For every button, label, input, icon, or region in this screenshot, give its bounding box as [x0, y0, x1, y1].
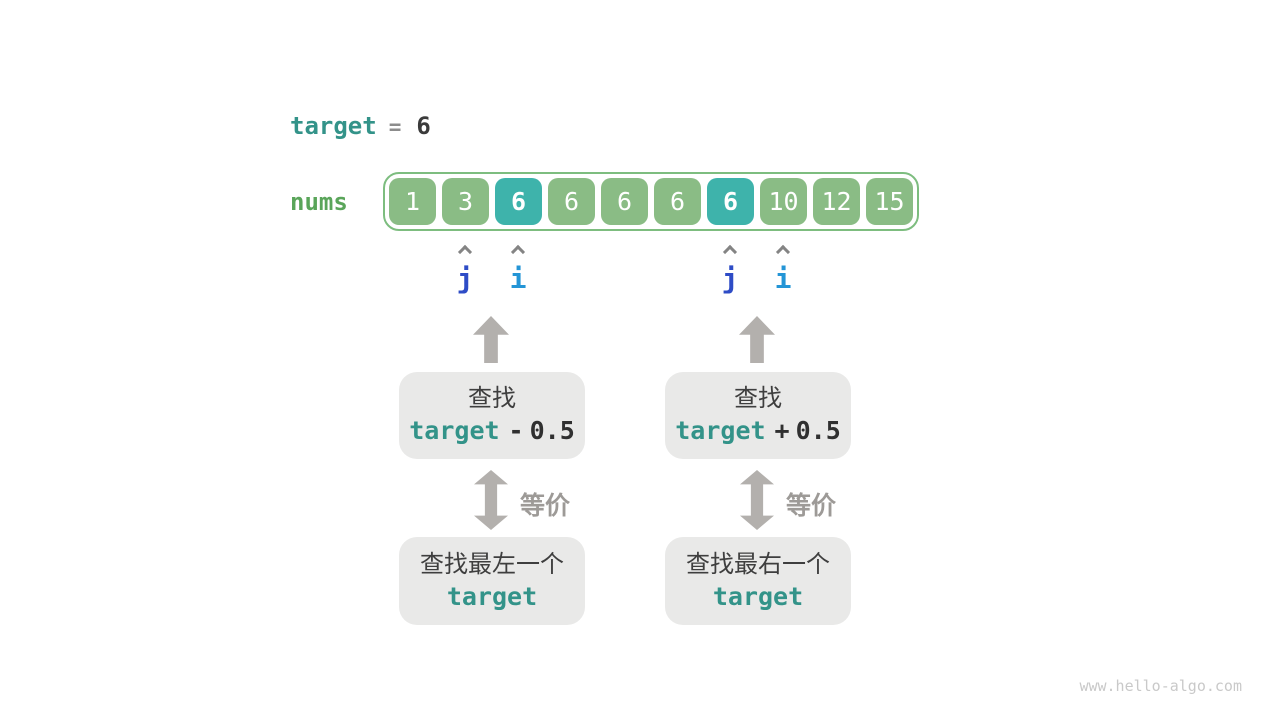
pointer-j-right: j — [721, 262, 739, 295]
search-action-text: 查找 — [468, 384, 516, 413]
nums-array-label: nums — [290, 188, 348, 216]
operator-plus: + — [774, 416, 790, 446]
nums-array: 1 3 6 6 6 6 6 10 12 15 — [383, 172, 919, 231]
array-cell: 6 — [601, 178, 648, 225]
result-action-text: 查找最左一个 — [420, 549, 564, 578]
caret-up-icon — [510, 244, 526, 260]
target-keyword: target — [712, 581, 804, 611]
target-keyword: target — [290, 112, 377, 140]
result-box-right: 查找最右一个 target — [665, 537, 851, 625]
caret-up-icon — [457, 244, 473, 260]
operator-minus: - — [508, 416, 524, 446]
array-cell: 6 — [548, 178, 595, 225]
watermark-url: www.hello-algo.com — [1079, 677, 1242, 695]
search-box-right: 查找 target +0.5 — [665, 372, 851, 459]
array-cell: 3 — [442, 178, 489, 225]
result-box-left: 查找最左一个 target — [399, 537, 585, 625]
array-cell: 15 — [866, 178, 913, 225]
equivalence-label-right: 等价 — [786, 491, 837, 520]
array-cell: 6 — [654, 178, 701, 225]
search-expression: target-0.5 — [409, 414, 575, 448]
search-action-text: 查找 — [734, 384, 782, 413]
caret-up-icon — [775, 244, 791, 260]
array-cell: 6 — [495, 178, 542, 225]
up-arrow-icon — [473, 316, 509, 363]
equivalence-label-left: 等价 — [520, 491, 571, 520]
result-keyword-line: target — [713, 580, 803, 614]
target-keyword: target — [446, 581, 538, 611]
operand-value: 0.5 — [795, 416, 841, 446]
double-arrow-icon — [474, 470, 508, 530]
target-keyword: target — [675, 416, 766, 446]
result-keyword-line: target — [447, 580, 537, 614]
search-box-left: 查找 target-0.5 — [399, 372, 585, 459]
pointer-j-left: j — [456, 262, 474, 295]
result-action-text: 查找最右一个 — [686, 549, 830, 578]
target-value: 6 — [416, 112, 431, 140]
operand-value: 0.5 — [529, 416, 575, 446]
array-cell: 10 — [760, 178, 807, 225]
equals-sign: = — [388, 115, 402, 139]
array-cell: 1 — [389, 178, 436, 225]
search-expression: target +0.5 — [675, 414, 841, 448]
up-arrow-icon — [739, 316, 775, 363]
target-keyword: target — [409, 416, 500, 446]
double-arrow-icon — [740, 470, 774, 530]
caret-up-icon — [722, 244, 738, 260]
target-assignment: target = 6 — [290, 112, 431, 140]
array-cell: 12 — [813, 178, 860, 225]
array-cell: 6 — [707, 178, 754, 225]
pointer-i-right: i — [774, 262, 792, 295]
pointer-i-left: i — [509, 262, 527, 295]
